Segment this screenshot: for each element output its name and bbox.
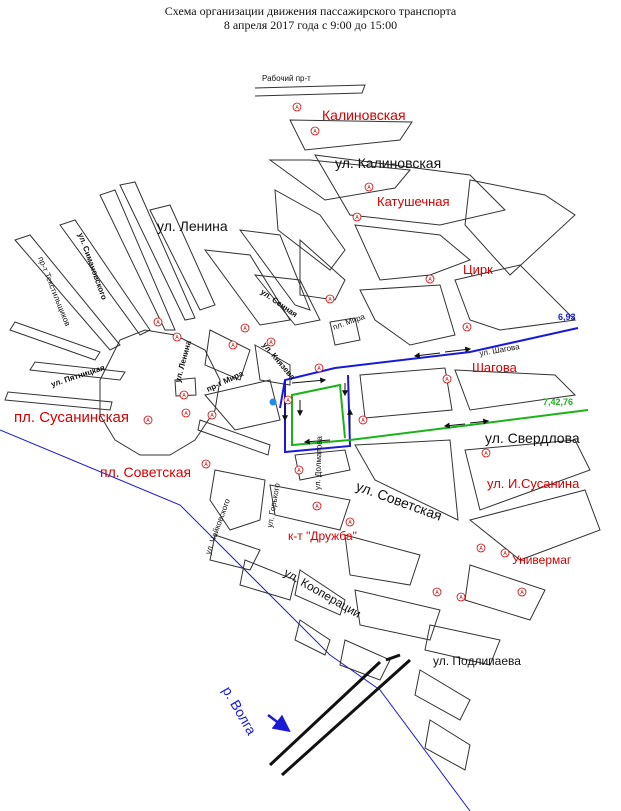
bus-stop-icon xyxy=(358,415,368,425)
bus-stop-letter: А xyxy=(355,215,359,221)
stop-pl-sovetskaya: пл. Советская xyxy=(100,464,191,480)
bus-stop-letter: А xyxy=(520,590,524,596)
stop-tsirk: Цирк xyxy=(463,262,493,277)
bus-stop-icon xyxy=(456,592,466,602)
bus-stop-icon xyxy=(476,543,486,553)
bus-stop-icon xyxy=(325,294,335,304)
bus-stop-letter: А xyxy=(295,105,299,111)
bus-stop-icon xyxy=(462,322,472,332)
bus-stop-letter: А xyxy=(231,343,235,349)
street-sverdlova: ул. Свердлова xyxy=(485,430,580,446)
street-knyazeva: ул. Князева xyxy=(260,341,297,382)
street-rabochy: Рабочий пр-т xyxy=(262,74,311,83)
stop-pl-susaninskaya: пл. Сусанинская xyxy=(14,409,129,426)
street-lenina: ул. Ленина xyxy=(157,218,228,234)
bus-stop-icon xyxy=(314,363,324,373)
bus-stop-icon xyxy=(312,501,322,511)
stop-univermag: Универмаг xyxy=(512,553,572,567)
bus-stop-icon xyxy=(179,390,189,400)
bus-stop-letter: А xyxy=(435,590,439,596)
bus-stop-letter: А xyxy=(445,377,449,383)
bus-stop-icon xyxy=(500,548,510,558)
street-podlipaeva: ул. Подлипаева xyxy=(433,654,521,668)
bus-stop-letter: А xyxy=(328,297,332,303)
river-flow-arrow xyxy=(267,714,291,733)
bus-stop-letter: А xyxy=(313,129,317,135)
bus-stop-icon xyxy=(310,126,320,136)
city-blocks xyxy=(4,84,601,771)
bus-stop-icon xyxy=(172,332,182,342)
route-green-label: 7,42,76 xyxy=(543,397,573,407)
street-kalinovskaya: ул. Калиновская xyxy=(335,155,441,171)
bus-stop-icon xyxy=(181,408,191,418)
bus-stop-letter: А xyxy=(459,595,463,601)
bus-stop-icon xyxy=(442,374,452,384)
bus-stop-letter: А xyxy=(503,551,507,557)
bus-stop-letter: А xyxy=(428,277,432,283)
volga-river-bank xyxy=(0,429,471,811)
map-title-line2: 8 апреля 2017 года с 9:00 до 15:00 xyxy=(223,18,398,32)
location-dot xyxy=(269,398,277,406)
bus-stop-icon xyxy=(432,587,442,597)
bus-stop-icon xyxy=(228,340,238,350)
bus-stop-icon xyxy=(153,317,163,327)
bus-stop-icon xyxy=(345,517,355,527)
bridge xyxy=(268,653,412,777)
map-title-line1: Схема организации движения пассажирского… xyxy=(164,4,457,18)
bus-stop-icon xyxy=(364,182,374,192)
bus-stop-icon xyxy=(292,102,302,112)
bus-stop-icon xyxy=(283,395,293,405)
stop-druzhba: к-т "Дружба" xyxy=(288,529,357,543)
bus-stop-icon xyxy=(266,337,276,347)
street-kooperatsii: ул. Кооперации xyxy=(282,565,364,620)
bus-stop-letter: А xyxy=(175,335,179,341)
bus-stop-icon xyxy=(425,274,435,284)
bus-stop-letter: А xyxy=(210,413,214,419)
route-blue-label: 6,93 xyxy=(558,312,576,322)
bus-stop-letter: А xyxy=(367,185,371,191)
bus-stop-icon xyxy=(201,459,211,469)
bus-stop-letter: А xyxy=(269,340,273,346)
bus-stop-letter: А xyxy=(465,325,469,331)
bus-stop-letter: А xyxy=(484,451,488,457)
bus-stop-letter: А xyxy=(146,418,150,424)
direction-arrows xyxy=(282,346,490,445)
street-tekstilshchikov: пр-т Текстильщиков xyxy=(36,255,72,327)
bus-stop-letter: А xyxy=(315,504,319,510)
bus-stop-letter: А xyxy=(182,393,186,399)
bus-stop-markers: А А А А А А А А А А А А А А А А А А А А А А А А А А А А А А xyxy=(143,102,527,602)
bus-stop-icon xyxy=(481,448,491,458)
bus-stop-icon xyxy=(143,415,153,425)
bus-stop-letter: А xyxy=(297,468,301,474)
bus-stop-letter: А xyxy=(361,418,365,424)
stop-kalinovskaya: Калиновская xyxy=(322,107,406,123)
bus-stop-letter: А xyxy=(348,520,352,526)
bus-stop-letter: А xyxy=(204,462,208,468)
bus-stop-icon xyxy=(352,212,362,222)
route-green xyxy=(291,383,589,447)
street-sovetskaya: ул. Советская xyxy=(354,478,444,524)
street-dolmatova: ул. Долматова xyxy=(313,435,324,490)
bus-stop-letter: А xyxy=(184,411,188,417)
stop-shagova: Шагова xyxy=(472,360,518,375)
bus-stop-icon xyxy=(517,587,527,597)
stop-susanina: ул. И.Сусанина xyxy=(487,476,580,491)
bus-stop-letter: А xyxy=(156,320,160,326)
bus-stop-letter: А xyxy=(243,326,247,332)
bus-stop-letter: А xyxy=(479,546,483,552)
bus-stop-icon xyxy=(294,465,304,475)
street-lenina-small: ул. Ленина xyxy=(173,339,193,383)
bus-stop-icon xyxy=(240,323,250,333)
bus-stop-letter: А xyxy=(286,398,290,404)
stop-katushechnaya: Катушечная xyxy=(377,194,450,209)
street-mira-square: пл. Мира xyxy=(332,312,367,332)
street-gorkogo: ул. Горького xyxy=(265,482,282,528)
bus-stop-letter: А xyxy=(317,366,321,372)
river-volga-label: р. Волга xyxy=(219,684,260,738)
street-simanovskogo: ул. Симановского xyxy=(76,232,109,302)
bus-stop-icon xyxy=(207,410,217,420)
